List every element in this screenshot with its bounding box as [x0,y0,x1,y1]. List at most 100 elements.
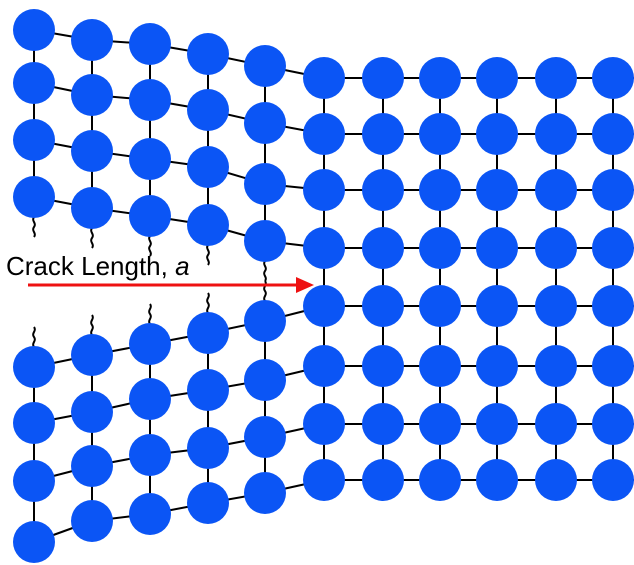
atom [592,113,634,155]
atom [187,369,229,411]
atom [13,346,55,388]
atom [129,323,171,365]
atom [13,119,55,161]
atoms [13,9,634,563]
atom [419,345,461,387]
atom [244,359,286,401]
atom [71,74,113,116]
atom [592,169,634,211]
atom [535,113,577,155]
atom [362,403,404,445]
atom [476,285,518,327]
atom [129,493,171,535]
atom [244,102,286,144]
atom [592,57,634,99]
atom [362,113,404,155]
atom [71,19,113,61]
atom [303,459,345,501]
broken-bond-icon [90,314,94,336]
atom [244,163,286,205]
broken-bond-icon [32,326,36,348]
arrow-head-icon [296,277,314,293]
atom [129,378,171,420]
atom [187,312,229,354]
atom [362,459,404,501]
atom [187,33,229,75]
atom [71,187,113,229]
atom [129,79,171,121]
atom [187,146,229,188]
atom [303,57,345,99]
atom [535,227,577,269]
atom [419,285,461,327]
crack-length-variable: a [175,251,190,281]
atom [244,472,286,514]
atom [592,285,634,327]
atom [419,459,461,501]
atom [592,403,634,445]
atom [535,285,577,327]
atom [303,113,345,155]
broken-bond-icon [206,244,210,266]
atom [535,169,577,211]
broken-bond-icon [32,216,36,238]
atom [476,227,518,269]
atom [419,113,461,155]
atom [244,220,286,262]
atom [129,434,171,476]
broken-bond-icon [90,227,94,249]
atom [303,403,345,445]
atom [303,169,345,211]
crack-length-label-text: Crack Length, [6,251,176,281]
atom [187,482,229,524]
atom [362,345,404,387]
atom [535,57,577,99]
atom [476,345,518,387]
atom [187,427,229,469]
atom [244,416,286,458]
atom [419,169,461,211]
atom [476,57,518,99]
atom [476,459,518,501]
crack-length-label: Crack Length, a [6,251,190,281]
atom [71,445,113,487]
atom [303,227,345,269]
atom [129,195,171,237]
crack-length-arrow [28,277,314,293]
atom [13,9,55,51]
atom [71,334,113,376]
atom [476,113,518,155]
atom [244,300,286,342]
atom [129,138,171,180]
atom [419,403,461,445]
atom [244,45,286,87]
broken-bonds [32,216,267,348]
atom [419,227,461,269]
broken-bond-icon [206,292,210,314]
broken-bond-icon [263,260,267,282]
atom [592,459,634,501]
atom [362,57,404,99]
atom [303,345,345,387]
atom [476,403,518,445]
atom [419,57,461,99]
atom [362,169,404,211]
broken-bond-icon [148,235,152,257]
atom [13,402,55,444]
atom [592,345,634,387]
atom [187,89,229,131]
atom [71,500,113,542]
atom [71,391,113,433]
atom [362,285,404,327]
atom [303,285,345,327]
atom [592,227,634,269]
atom [13,62,55,104]
atom [129,23,171,65]
atom [535,345,577,387]
atom [13,460,55,502]
atom [535,459,577,501]
atom [13,176,55,218]
atom [187,204,229,246]
atom [71,130,113,172]
